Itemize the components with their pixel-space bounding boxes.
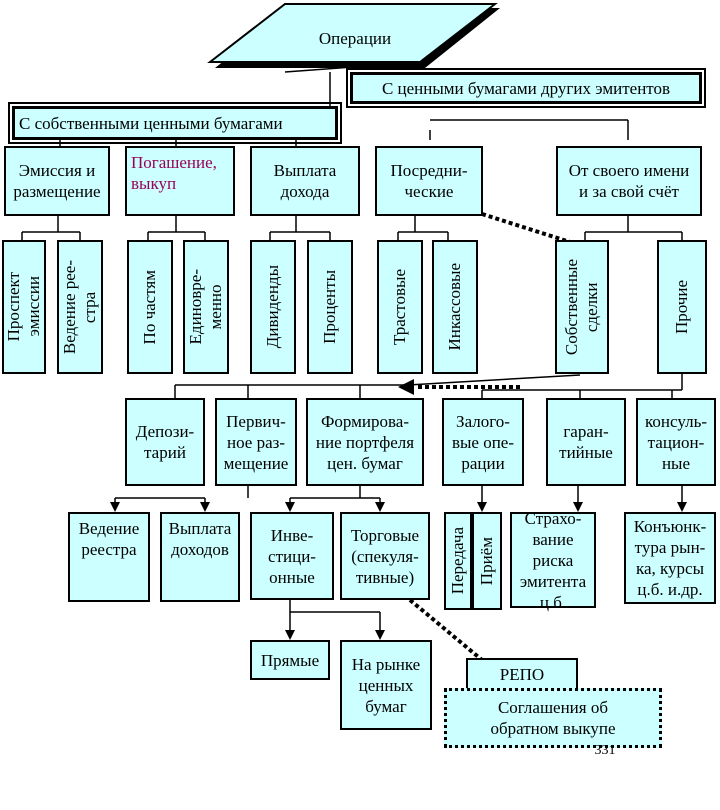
one-time-box: Единовре- менно: [183, 240, 229, 374]
collection-label: Инкассовые: [445, 263, 464, 351]
trading-box: Торговые (спекуля- тивные): [340, 512, 430, 600]
registry-keeping-label: Ведение рее- стра: [60, 259, 99, 355]
portfolio-box: Формирова- ние портфеля цен. бумаг: [306, 398, 424, 486]
dividends-label: Дивиденды: [263, 265, 282, 349]
income-box: Выплата доходов: [160, 512, 240, 602]
interest-label: Проценты: [320, 270, 339, 344]
direct-box: Прямые: [250, 640, 330, 680]
collection-box: Инкассовые: [432, 240, 478, 374]
root-title: Операции: [318, 29, 392, 48]
other-ops-label: Прочие: [672, 279, 691, 335]
own-name-box: От своего имени и за свой счёт: [556, 146, 702, 216]
root-shape: [207, 3, 498, 63]
page-number: 331: [594, 743, 616, 758]
prospectus-box: Проспект эмиссии: [2, 240, 46, 374]
dividends-box: Дивиденды: [250, 240, 296, 374]
buyback-agreement-box: Соглашения об обратном выкупе: [444, 688, 662, 748]
income-payment-box: Выплата дохода: [250, 146, 360, 216]
other-ops-box: Прочие: [657, 240, 707, 374]
prospectus-label: Проспект эмиссии: [4, 272, 43, 342]
registry-box: Ведение реестра: [68, 512, 150, 602]
by-parts-label: По частям: [140, 269, 159, 345]
collateral-box: Залого- вые опе- рации: [442, 398, 524, 486]
by-parts-box: По частям: [127, 240, 173, 374]
own-securities-box: С собственными ценными бумагами: [8, 102, 342, 144]
market-conditions-box: Конъюнк- тура рын- ка, курсы ц.б. и.др.: [624, 512, 716, 604]
primary-placement-box: Первич- ное раз- мещение: [215, 398, 297, 486]
trust-box: Трастовые: [377, 240, 423, 374]
own-deals-label: Собственные сделки: [562, 258, 601, 356]
guarantee-box: гаран- тийные: [546, 398, 626, 486]
consulting-box: консуль- тацион- ные: [636, 398, 716, 486]
insurance-box: Страхо- вание риска эмитента ц.б.: [510, 509, 596, 612]
trust-label: Трастовые: [390, 268, 409, 346]
interest-box: Проценты: [307, 240, 353, 374]
transfer-box: Передача: [444, 512, 472, 610]
redemption-box: Погашение, выкуп: [125, 146, 235, 216]
emission-box: Эмиссия и размещение: [4, 146, 110, 216]
transfer-label: Передача: [448, 527, 467, 595]
securities-market-box: На рынке ценных бумаг: [340, 640, 432, 730]
one-time-label: Единовре- менно: [186, 269, 225, 345]
intermediary-box: Посредни- ческие: [375, 146, 483, 216]
other-issuers-box: С ценными бумагами других эмитентов: [346, 68, 706, 108]
receipt-label: Приём: [477, 536, 496, 586]
registry-keeping-box: Ведение рее- стра: [57, 240, 103, 374]
repo-box: РЕПО: [466, 658, 578, 690]
receipt-box: Приём: [472, 512, 502, 610]
depository-box: Депози- тарий: [125, 398, 205, 486]
investment-box: Инве- стици- онные: [250, 512, 334, 600]
own-deals-box: Собственные сделки: [555, 240, 609, 374]
